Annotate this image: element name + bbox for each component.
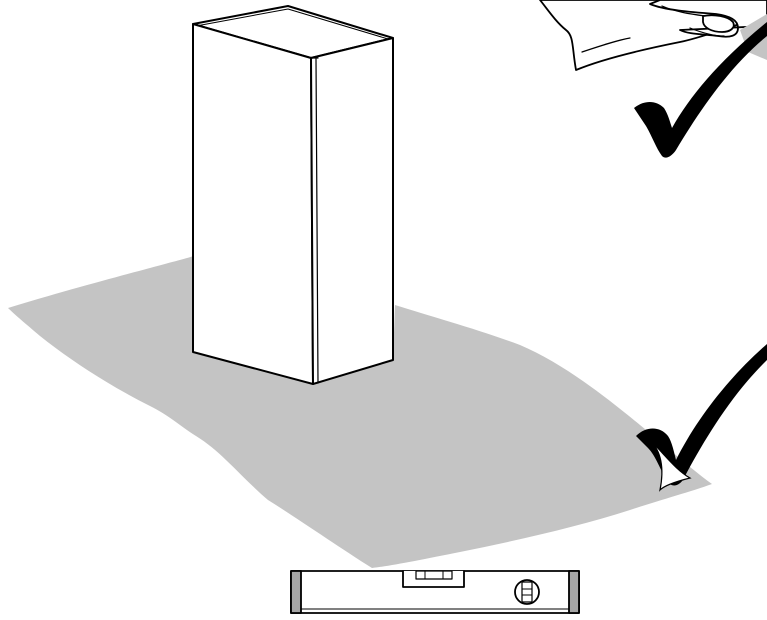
spirit-level-icon [290, 570, 580, 614]
checkmark-icon [636, 344, 767, 486]
cabinet-icon [192, 5, 394, 385]
sheet-curl-icon [649, 439, 692, 492]
checkmark-icon [634, 22, 767, 158]
floor-protection-sheet-icon [8, 255, 712, 568]
